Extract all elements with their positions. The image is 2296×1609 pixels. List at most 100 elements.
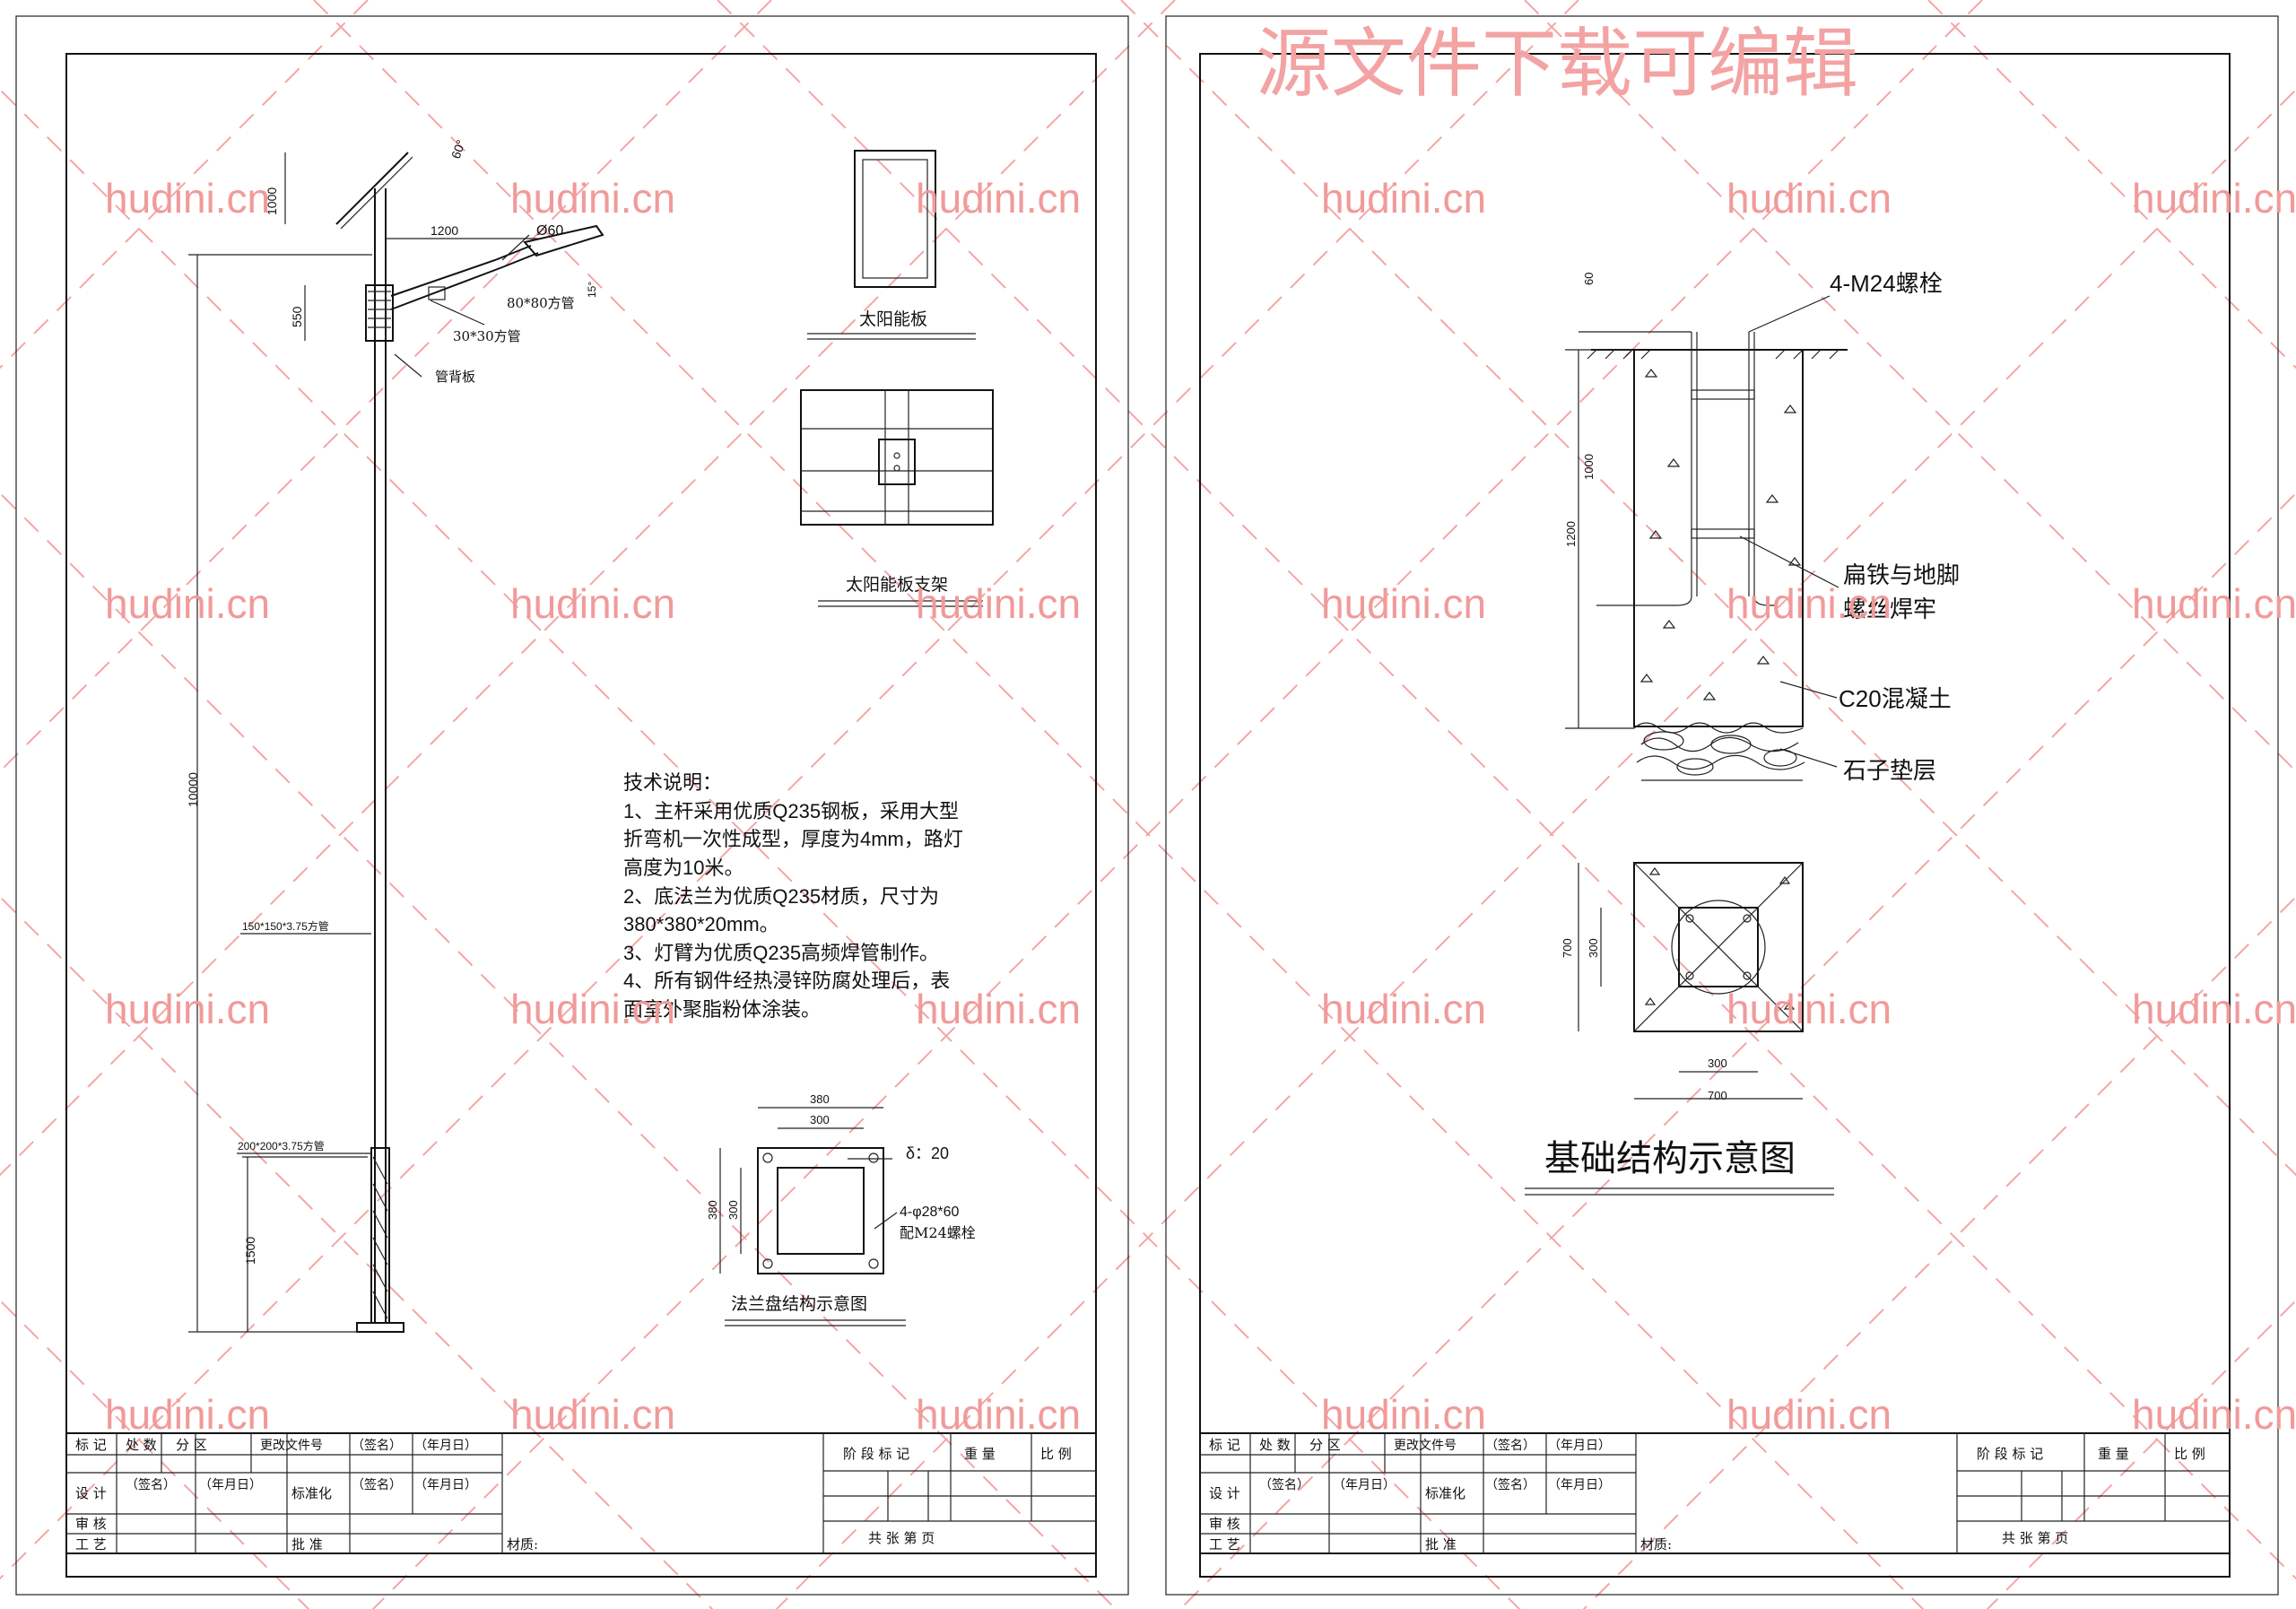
tb-stage: 阶 段 标 记 xyxy=(843,1446,909,1462)
flange-380: 380 xyxy=(810,1092,830,1106)
dim-panel-height: 1000 xyxy=(265,187,279,215)
plan-300-h: 300 xyxy=(1708,1057,1727,1070)
tb-count: 处 数 xyxy=(1259,1437,1291,1453)
flange-title: 法兰盘结构示意图 xyxy=(731,1294,867,1314)
tb-sheets: 共 张 第 页 xyxy=(2002,1530,2068,1546)
dim-1000: 1000 xyxy=(1582,454,1596,480)
tb-weight: 重 量 xyxy=(2098,1446,2129,1462)
tb-sign-2: （签名） xyxy=(1259,1477,1309,1492)
tb-date: （年月日） xyxy=(414,1439,477,1453)
watermark-site: hudini.cn xyxy=(916,580,1081,627)
tb-weight: 重 量 xyxy=(964,1446,996,1462)
tb-scale: 比 例 xyxy=(2174,1446,2205,1462)
pole-upper-label: 150*150*3.75方管 xyxy=(242,919,329,933)
flange-300-v: 300 xyxy=(726,1200,740,1220)
watermark-site: hudini.cn xyxy=(2132,175,2296,222)
foundation-section-text: 4-M24螺栓 60 1000 1200 扁铁与地脚 螺丝焊牢 C20混凝土 石… xyxy=(1564,270,1960,784)
watermark-site: hudini.cn xyxy=(1726,175,1892,222)
flange-plate-view: 380 300 380 300 δ：20 4-φ28*60 配M24螺栓 法兰盘… xyxy=(706,1092,976,1326)
flange-300: 300 xyxy=(810,1113,830,1126)
street-light-pole xyxy=(188,152,604,1333)
backplate-label: 管背板 xyxy=(435,369,475,385)
tb-design: 设 计 xyxy=(75,1485,107,1501)
tb-material: 材质: xyxy=(507,1536,538,1552)
watermark-site: hudini.cn xyxy=(1321,1391,1486,1438)
watermark-site: hudini.cn xyxy=(1321,986,1486,1032)
flange-380-v: 380 xyxy=(706,1200,719,1220)
tech-line: 2、底法兰为优质Q235材质，尺寸为 xyxy=(623,885,939,908)
tech-line: 高度为10米。 xyxy=(623,857,744,879)
watermark-site: hudini.cn xyxy=(510,580,675,627)
watermark-site: hudini.cn xyxy=(2132,580,2296,627)
tb-approve: 批 准 xyxy=(1425,1536,1457,1552)
watermark-site: hudini.cn xyxy=(1321,175,1486,222)
tb-sign-3: （签名） xyxy=(352,1477,402,1492)
tech-line: 4、所有钢件经热浸锌防腐处理后，表 xyxy=(623,970,950,992)
watermark-site: hudini.cn xyxy=(2132,986,2296,1032)
plan-300-v: 300 xyxy=(1587,938,1600,958)
watermark-site: hudini.cn xyxy=(105,986,270,1032)
tb-sign: （签名） xyxy=(352,1438,402,1453)
weld-note-2: 螺丝焊牢 xyxy=(1843,596,1936,622)
concrete-label: C20混凝土 xyxy=(1839,685,1952,712)
watermark-title: 源文件下载可编辑 xyxy=(1256,20,1858,108)
tech-line: 面室外聚脂粉体涂装。 xyxy=(623,998,821,1021)
gravel-label: 石子垫层 xyxy=(1843,757,1936,784)
tb-date: （年月日） xyxy=(1548,1439,1611,1453)
dim-total: 10000 xyxy=(186,772,200,807)
tb-material: 材质: xyxy=(1640,1536,1672,1552)
dim-angle-top: 60° xyxy=(448,138,468,161)
watermark-site: hudini.cn xyxy=(510,986,675,1032)
tech-line: 380*380*20mm。 xyxy=(623,913,779,935)
tb-zone: 分 区 xyxy=(176,1437,207,1453)
plan-700-h: 700 xyxy=(1708,1089,1727,1102)
right-title-block: 标 记 处 数 分 区 更改文件号 （签名） （年月日） 设 计 （签名） （年… xyxy=(1199,1432,2231,1554)
foundation-plan: 700 300 300 700 基础结构示意图 xyxy=(1525,862,1834,1196)
plan-700-v: 700 xyxy=(1561,938,1574,958)
foundation-title: 基础结构示意图 xyxy=(1544,1138,1796,1179)
watermark-site: hudini.cn xyxy=(916,1391,1081,1438)
weld-note-1: 扁铁与地脚 xyxy=(1843,561,1960,588)
watermark-site: hudini.cn xyxy=(510,175,675,222)
tb-review: 审 核 xyxy=(75,1516,107,1532)
watermark-site: hudini.cn xyxy=(105,580,270,627)
dim-angle-arm: 15° xyxy=(586,282,598,298)
watermark-site: hudini.cn xyxy=(1726,580,1892,627)
tube-80-label: 80*80方管 xyxy=(507,295,575,311)
tb-mark: 标 记 xyxy=(1209,1437,1240,1453)
tech-line: 1、主杆采用优质Q235钢板，采用大型 xyxy=(623,800,959,822)
tb-mark: 标 记 xyxy=(75,1437,107,1453)
tb-standard: 标准化 xyxy=(291,1485,332,1501)
tb-stage: 阶 段 标 记 xyxy=(1977,1446,2043,1462)
tb-process: 工 艺 xyxy=(75,1536,107,1552)
tb-review: 审 核 xyxy=(1209,1516,1240,1532)
tb-date-2: （年月日） xyxy=(199,1478,262,1492)
watermark-text: 源文件下载可编辑 hudini.cn hudini.cn hudini.cn h… xyxy=(105,20,2296,1438)
foundation-section xyxy=(1565,295,1848,781)
tb-date-3: （年月日） xyxy=(414,1478,477,1492)
solar-bracket-label: 太阳能板支架 xyxy=(846,575,948,595)
watermark-site: hudini.cn xyxy=(916,986,1081,1032)
tech-line: 折弯机一次性成型，厚度为4mm，路灯 xyxy=(623,828,963,850)
watermark-site: hudini.cn xyxy=(1726,1391,1892,1438)
tech-notes: 技术说明： 1、主杆采用优质Q235钢板，采用大型 折弯机一次性成型，厚度为4m… xyxy=(623,771,963,1021)
tb-zone: 分 区 xyxy=(1309,1437,1341,1453)
tb-scale: 比 例 xyxy=(1040,1446,1072,1462)
tech-title: 技术说明： xyxy=(623,771,722,794)
solar-panel-label: 太阳能板 xyxy=(859,309,927,329)
tb-date-2: （年月日） xyxy=(1333,1478,1396,1492)
tb-sign: （签名） xyxy=(1485,1438,1535,1453)
dim-arm: 1200 xyxy=(430,223,458,238)
tb-doc: 更改文件号 xyxy=(1394,1439,1457,1453)
watermark-site: hudini.cn xyxy=(105,175,270,222)
tb-doc: 更改文件号 xyxy=(260,1439,323,1453)
tube-30-label: 30*30方管 xyxy=(453,328,521,344)
dim-550: 550 xyxy=(290,306,304,327)
tb-approve: 批 准 xyxy=(291,1536,323,1552)
watermark-site: hudini.cn xyxy=(2132,1391,2296,1438)
dim-60: 60 xyxy=(1582,273,1596,285)
watermark-site: hudini.cn xyxy=(510,1391,675,1438)
tb-sheets: 共 张 第 页 xyxy=(868,1530,935,1546)
